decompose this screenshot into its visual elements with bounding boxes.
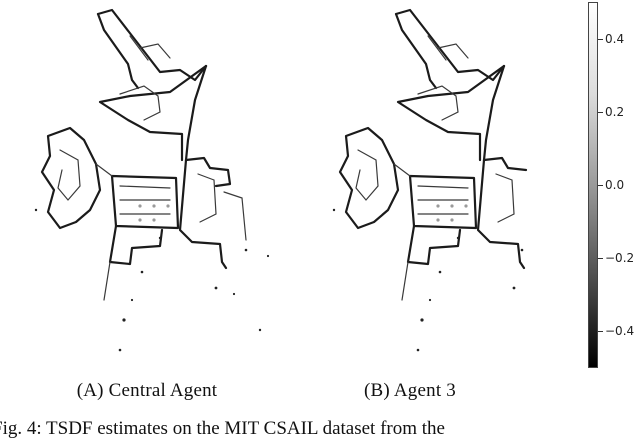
figure-caption: Fig. 4: TSDF estimates on the MIT CSAIL … xyxy=(0,418,445,439)
map-walls xyxy=(40,8,247,301)
colorbar-tick-label: −0.2 xyxy=(605,251,635,266)
map-specks xyxy=(332,204,524,352)
caption-central-agent: (A) Central Agent xyxy=(76,380,218,401)
map-walls xyxy=(338,8,528,301)
colorbar-tick-label: 0.4 xyxy=(605,31,625,46)
map-specks xyxy=(34,204,270,352)
colorbar-tick xyxy=(598,331,603,333)
colorbar-tick-label: −0.4 xyxy=(605,324,635,339)
colorbar-tick xyxy=(598,38,603,40)
colorbar xyxy=(588,2,598,368)
colorbar-tick-label: 0.2 xyxy=(605,104,625,119)
colorbar-tick xyxy=(598,185,603,186)
tsdf-map-svg xyxy=(332,8,528,352)
tsdf-map-central-agent xyxy=(20,0,270,370)
colorbar-tick xyxy=(598,258,603,260)
colorbar-tick-label: 0.0 xyxy=(605,178,625,192)
caption-agent-3: (B) Agent 3 xyxy=(364,380,456,401)
tsdf-map-svg xyxy=(34,8,270,352)
tsdf-map-agent-3 xyxy=(278,0,528,370)
colorbar-tick xyxy=(598,111,603,113)
